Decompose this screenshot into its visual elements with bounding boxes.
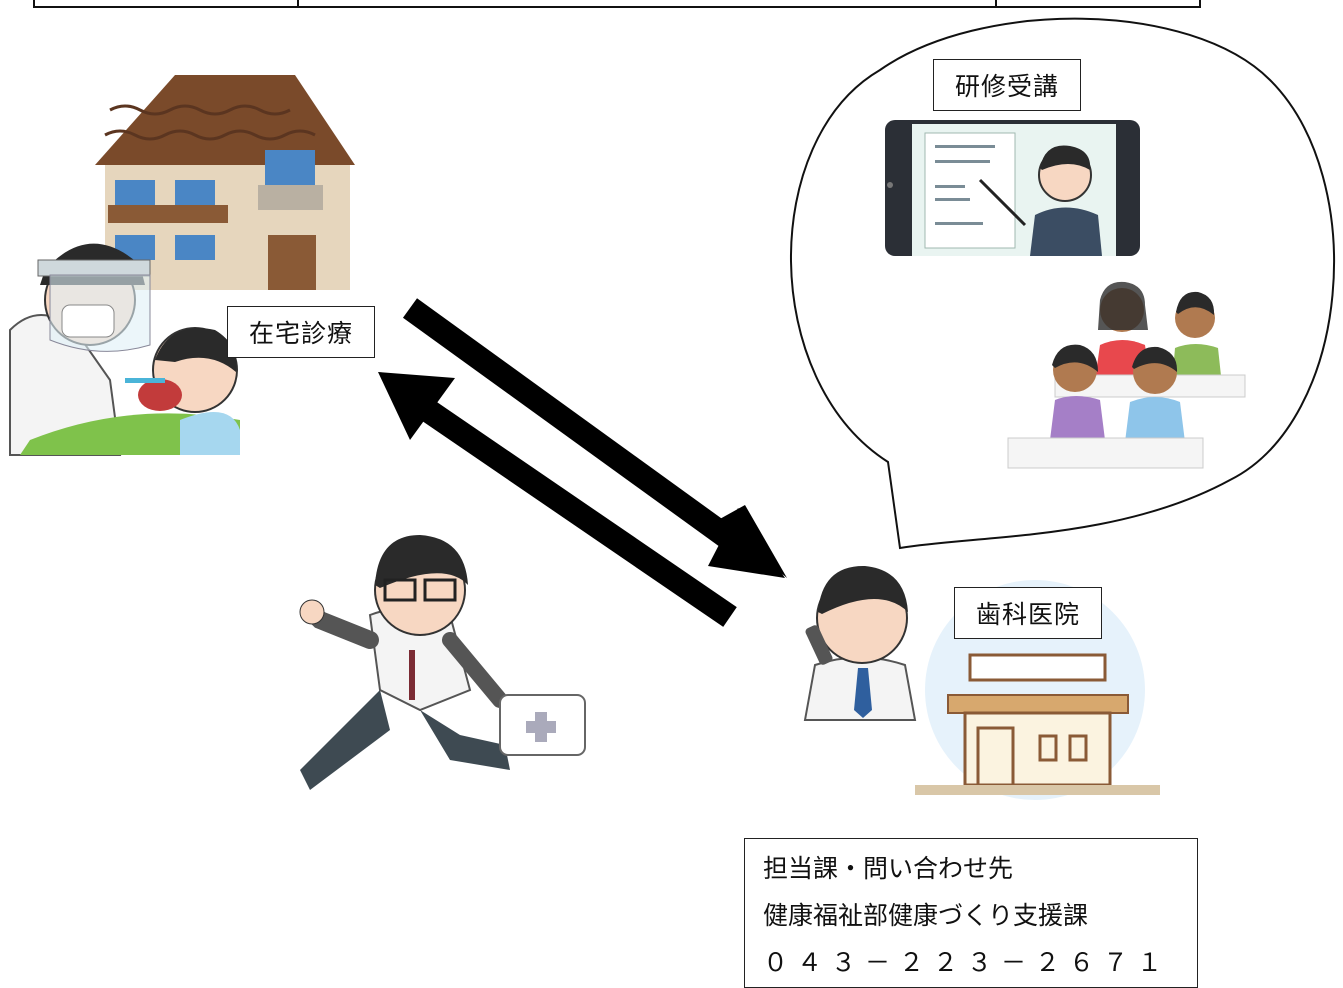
contact-department: 健康福祉部健康づくり支援課 (763, 901, 1089, 930)
contact-phone: ０４３－２２３－２６７１ (763, 948, 1172, 977)
dental-treatment-icon (9, 243, 240, 456)
training-label: 研修受講 (933, 59, 1081, 111)
running-doctor-icon (299, 535, 586, 790)
doctor-on-phone-icon (803, 565, 917, 721)
classroom-students-icon (1007, 281, 1246, 469)
contact-title: 担当課・問い合わせ先 (763, 854, 1014, 883)
top-table-border (33, 0, 1201, 8)
arrow-to-home (378, 372, 737, 627)
house-icon (95, 75, 355, 290)
arrow-to-clinic (402, 298, 787, 578)
dental-clinic-label: 歯科医院 (954, 587, 1102, 639)
contact-info-box: 担当課・問い合わせ先 健康福祉部健康づくり支援課 ０４３－２２３－２６７１ (744, 838, 1198, 988)
table-divider (995, 0, 997, 6)
home-visit-label: 在宅診療 (227, 306, 375, 358)
table-divider (297, 0, 299, 6)
tablet-lecture-icon (885, 120, 1140, 256)
